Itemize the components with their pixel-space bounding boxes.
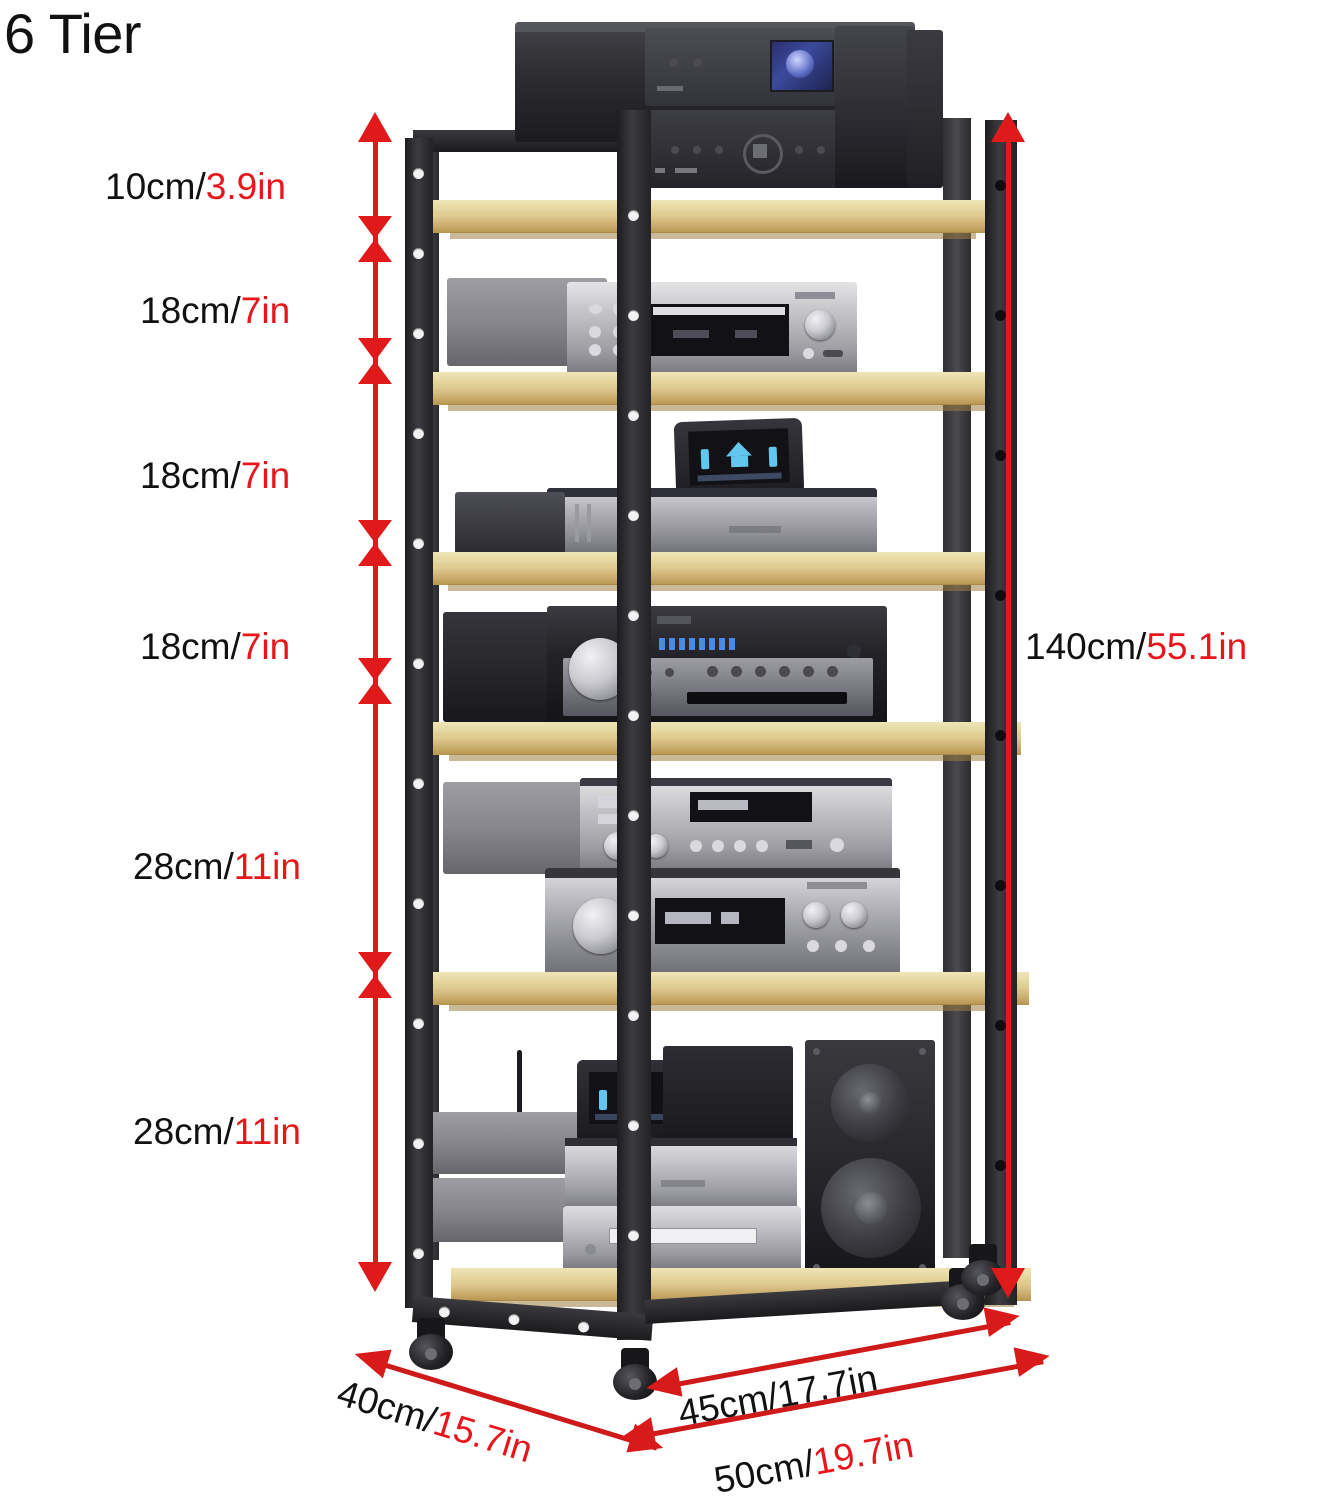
page-title: 6 Tier [4, 2, 142, 65]
dock-screen [688, 428, 790, 486]
dvd-player-silver [563, 1206, 801, 1274]
swivel-caster-front-center[interactable] [613, 1348, 657, 1400]
disc-player-ring-icon [743, 134, 783, 174]
arrow-down-icon-height [991, 1268, 1025, 1298]
component-under-router [425, 1178, 585, 1242]
grey-component-left [443, 782, 593, 874]
dimension-tick-icon-2 [358, 338, 392, 384]
dimension-tick-icon-4 [358, 658, 392, 704]
receiver-knob-2 [803, 902, 829, 928]
tier-6-dimension-label: 28cm/11in [133, 1111, 301, 1152]
speaker-woofer [821, 1158, 921, 1258]
home-icon [725, 441, 752, 457]
arrow-down-icon [358, 1262, 392, 1292]
tier-dimension-chain [0, 0, 420, 1320]
player-display-screen [770, 40, 834, 92]
bookshelf-speaker [805, 1040, 935, 1280]
tier-5-dimension-label: 28cm/11in [133, 846, 301, 887]
dimension-tick-icon-5 [358, 952, 392, 998]
mini-system-with-dock-screen [565, 1138, 797, 1210]
speaker-tweeter [831, 1064, 909, 1142]
tier-3-dimension-label: 18cm/7in [140, 455, 291, 496]
rear-right-post [943, 118, 971, 1258]
fourth-shelf [431, 722, 1021, 762]
arrow-left-icon-base-width [617, 1417, 657, 1453]
mini-system-backplate [663, 1046, 793, 1152]
tower-speaker-right [835, 26, 915, 188]
product-illustration [395, 0, 1031, 1420]
dimension-tick-icon-1 [358, 216, 392, 262]
receiver-lcd [655, 898, 785, 944]
top-shelf [433, 200, 993, 240]
arrow-up-icon [358, 112, 392, 142]
silver-receiver-large-knob [545, 868, 900, 976]
receiver-brand-mark [657, 616, 691, 624]
docking-station-with-tilt-screen [673, 417, 805, 499]
third-shelf [431, 552, 1011, 592]
router-antenna [517, 1050, 522, 1122]
speaker-side-panel [907, 30, 943, 188]
cd-receiver-display [649, 304, 789, 356]
player-front-panel [645, 28, 870, 106]
tuner-display [690, 792, 812, 822]
silver-cd-receiver [567, 282, 857, 374]
swivel-caster-rear-right[interactable] [961, 1244, 1005, 1296]
overall-height-label: 140cm/55.1in [1025, 626, 1248, 667]
brushed-silver-deck [547, 488, 877, 556]
home-icon-base [730, 455, 749, 468]
dimension-tick-icon-3 [358, 520, 392, 566]
front-left-post [405, 138, 433, 1308]
front-right-post [985, 120, 1017, 1305]
swivel-caster-front-left[interactable] [409, 1318, 453, 1370]
second-shelf [431, 372, 1003, 412]
fifth-shelf [431, 972, 1029, 1012]
overall-height-rule [1006, 140, 1011, 1270]
av-receiver-blue-display [547, 606, 887, 724]
receiver-knob-3 [841, 902, 867, 928]
arrow-up-icon-height [991, 112, 1025, 142]
tier-2-dimension-label: 18cm/7in [140, 290, 291, 331]
arrow-right-icon-base-width [1013, 1341, 1053, 1377]
arrow-right-icon-shelf-width [983, 1301, 1023, 1337]
base-width-label: 50cm/19.7in [710, 1423, 917, 1501]
arrow-left-icon-depth [350, 1339, 392, 1379]
cd-receiver-knob [805, 310, 835, 340]
center-left-post [617, 110, 651, 1340]
tier-4-dimension-label: 18cm/7in [140, 626, 291, 667]
router-with-antenna [431, 1112, 583, 1174]
deck-left-box [455, 492, 565, 554]
receiver-blue-text [659, 638, 739, 650]
tier-1-dimension-label: 10cm/3.9in [105, 166, 286, 207]
receiver-disc-slot [687, 692, 847, 704]
disc-player-black [643, 110, 873, 188]
